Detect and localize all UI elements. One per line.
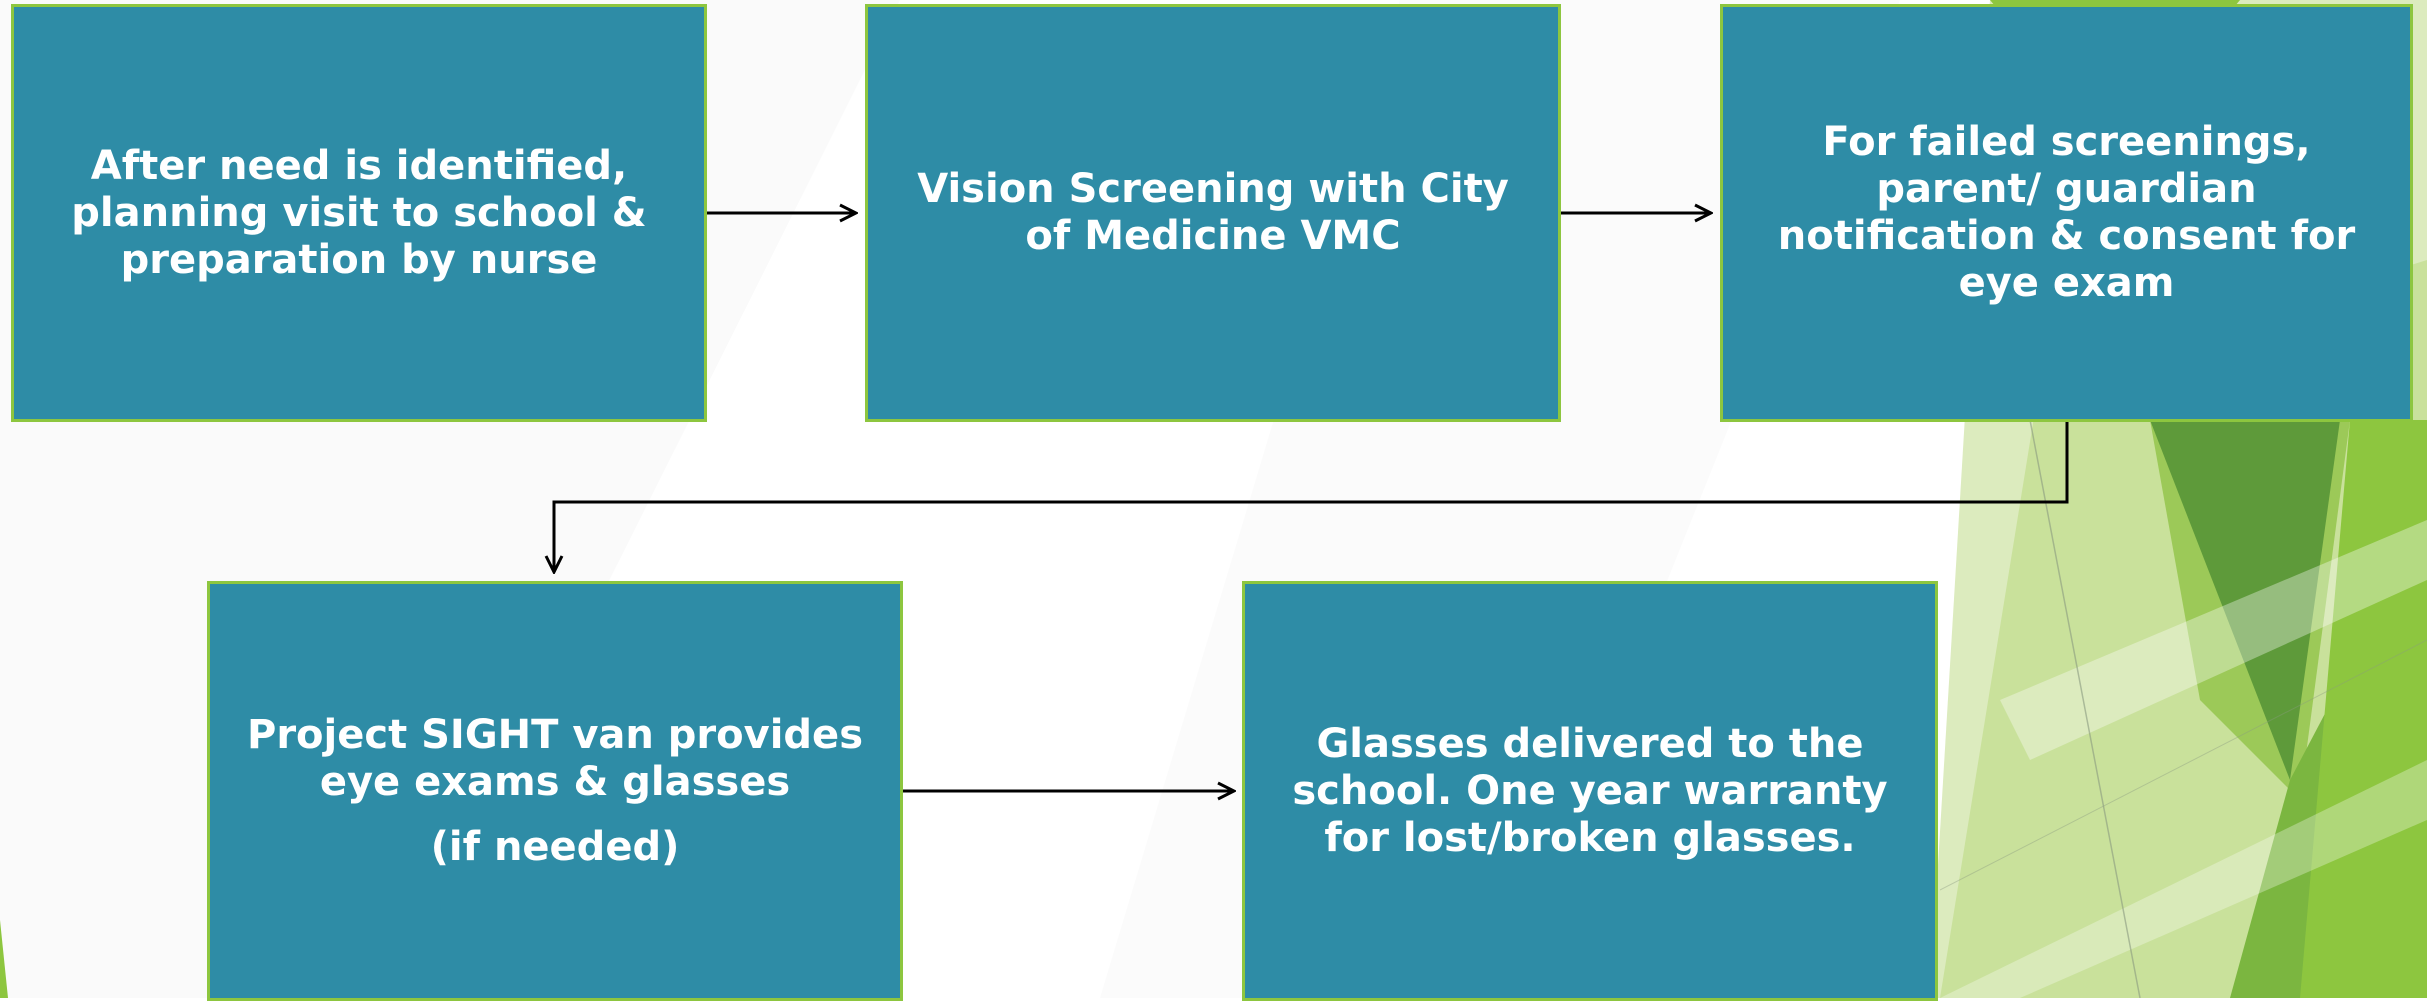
step-3-text: For failed screenings, parent/ guardian … bbox=[1777, 119, 2356, 306]
step-1-box: After need is identified, planning visit… bbox=[11, 4, 707, 422]
step-4-text: Project SIGHT van provides eye exams & g… bbox=[247, 711, 863, 805]
decor-dark-green-facet bbox=[2150, 420, 2340, 780]
step-3-box: For failed screenings, parent/ guardian … bbox=[1720, 4, 2413, 422]
step-5-box: Glasses delivered to the school. One yea… bbox=[1242, 581, 1938, 1001]
step-2-text: Vision Screening with City of Medicine V… bbox=[917, 166, 1509, 259]
step-4-note: (if needed) bbox=[430, 823, 680, 870]
decor-left-green-sliver bbox=[0, 920, 8, 998]
decor-bright-green-facet bbox=[2300, 420, 2427, 998]
step-4-box: Project SIGHT van provides eye exams & g… bbox=[207, 581, 903, 1001]
decor-thin-line bbox=[1939, 639, 2427, 891]
decor-white-band bbox=[2000, 520, 2427, 760]
decor-white-band bbox=[1940, 760, 2427, 998]
step-2-box: Vision Screening with City of Medicine V… bbox=[865, 4, 1561, 422]
step-5-text: Glasses delivered to the school. One yea… bbox=[1292, 720, 1888, 861]
step-1-text: After need is identified, planning visit… bbox=[71, 142, 647, 283]
